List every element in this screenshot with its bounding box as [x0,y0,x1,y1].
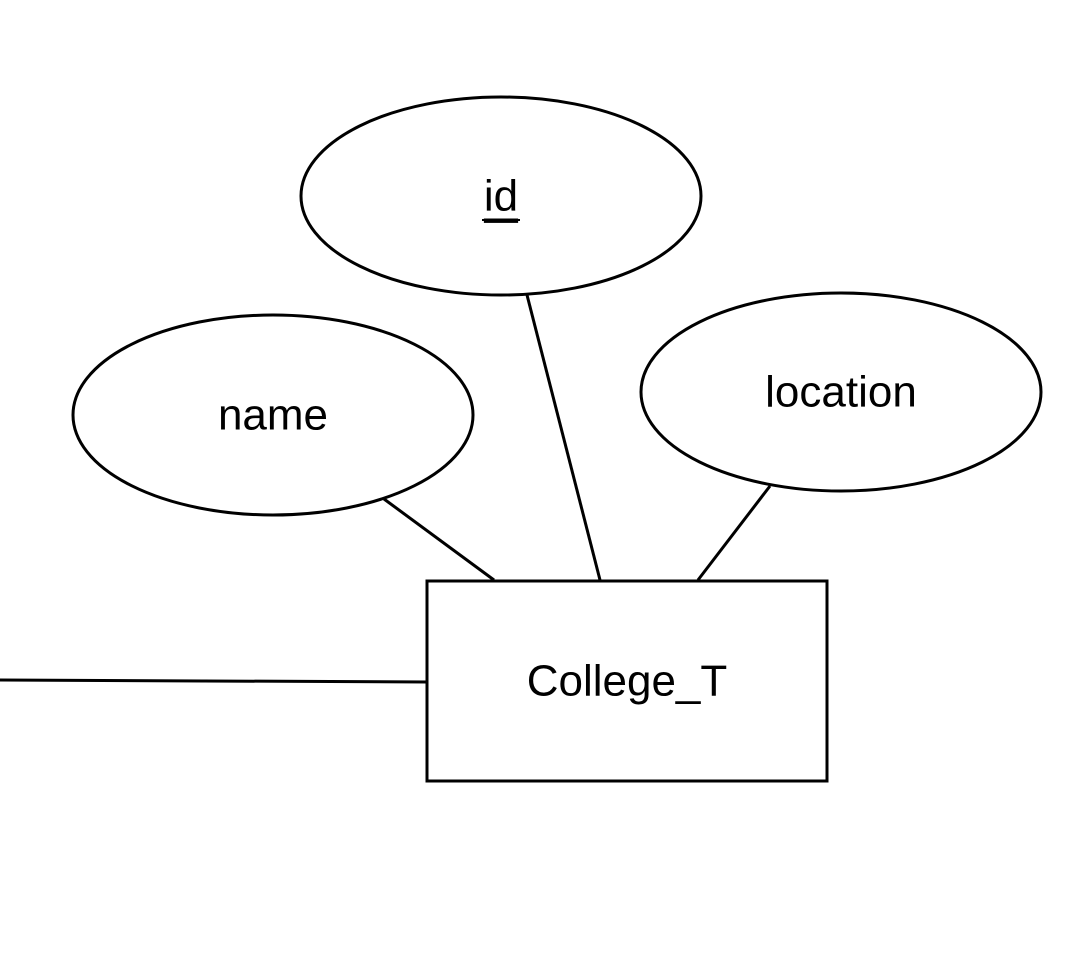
attribute-name-label: name [218,391,328,440]
entity-college-t[interactable]: College_T [425,579,829,783]
attribute-location-label: location [765,368,917,417]
attribute-id-label: id [484,172,518,221]
attribute-location-ellipse [639,291,1043,493]
attribute-name-ellipse [71,313,475,517]
attribute-location[interactable]: location [639,291,1043,493]
relationship-edge-left [0,678,429,684]
edge-name-to-entity [383,497,495,582]
entity-box [425,579,829,783]
attribute-id-ellipse [299,95,703,297]
attribute-name[interactable]: name [71,313,475,517]
attribute-id[interactable]: id [299,95,703,297]
edge-location-to-entity [696,485,772,581]
edge-id-to-entity [525,294,602,581]
entity-label: College_T [527,657,728,706]
